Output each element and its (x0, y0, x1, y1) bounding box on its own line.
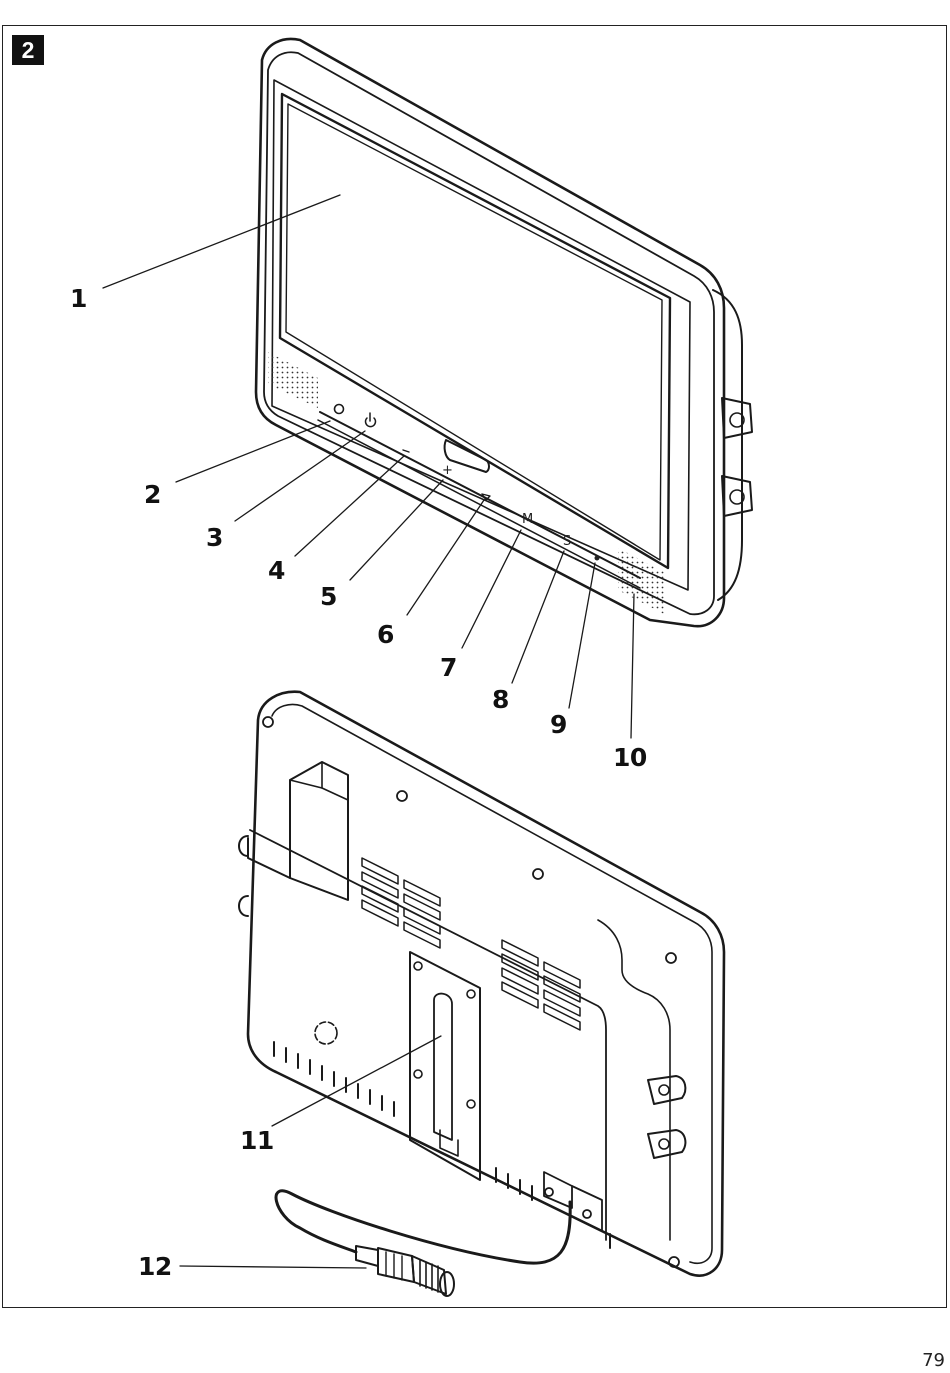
bottom-slots (274, 1042, 610, 1248)
callout-3: 3 (206, 523, 223, 552)
callout-1: 1 (70, 284, 87, 313)
callout-10: 10 (613, 743, 647, 772)
screw (263, 717, 273, 727)
monitor-front-view: + M S (256, 39, 752, 626)
mounting-plate (410, 952, 480, 1180)
power-icon (366, 413, 376, 427)
callout-8: 8 (492, 685, 509, 714)
callout-7: 7 (440, 653, 457, 682)
callout-2: 2 (144, 480, 161, 509)
round-vent (315, 1022, 337, 1044)
screw (666, 953, 676, 963)
minus-icon (403, 450, 409, 452)
source-button-symbol: S (563, 534, 571, 549)
callout-12: 12 (138, 1252, 172, 1281)
callout-11: 11 (240, 1126, 274, 1155)
callout-6: 6 (377, 620, 394, 649)
screw (397, 791, 407, 801)
vent-slots (362, 858, 580, 1030)
callout-5: 5 (320, 582, 337, 611)
screw (533, 869, 543, 879)
plus-icon: + (442, 463, 453, 478)
front-leader-lines (103, 195, 634, 738)
indicator-light (335, 405, 344, 414)
callout-9: 9 (550, 710, 567, 739)
sensor-dot (595, 556, 600, 561)
cable-connector (356, 1246, 454, 1296)
left-speaker-grille (268, 352, 318, 408)
callout-4: 4 (268, 556, 285, 585)
screw (583, 1210, 591, 1218)
page-number: 79 (922, 1350, 945, 1371)
monitor-rear-view (239, 692, 724, 1296)
menu-button-symbol: M (522, 512, 533, 527)
screw (545, 1188, 553, 1196)
